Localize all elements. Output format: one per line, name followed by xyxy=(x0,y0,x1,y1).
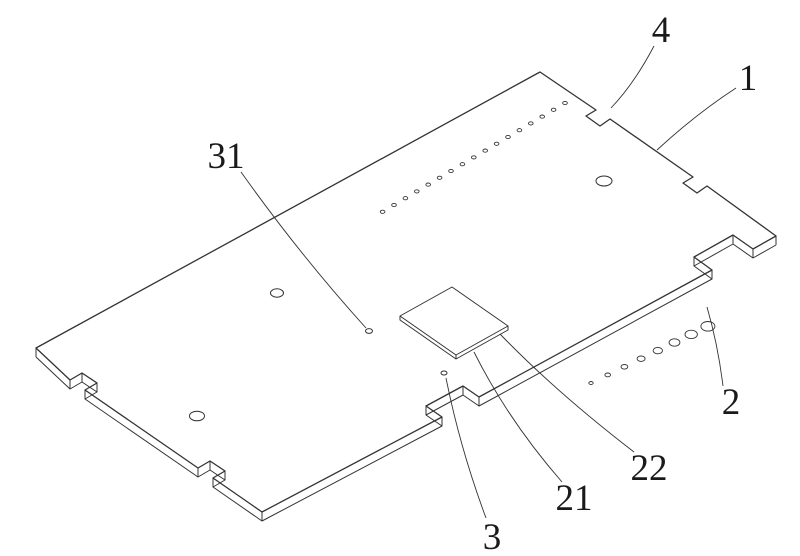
small-hole xyxy=(459,162,466,167)
surface-holes xyxy=(189,175,613,422)
small-hole xyxy=(539,114,545,119)
leader-31 xyxy=(240,171,367,329)
pad-top-face xyxy=(399,286,509,356)
plate xyxy=(35,71,777,522)
leader-22 xyxy=(499,333,635,453)
graduated-hole xyxy=(684,329,698,340)
leader-1 xyxy=(656,87,737,151)
ref-label-31: 31 xyxy=(208,136,245,177)
graduated-hole xyxy=(604,372,611,378)
pad-thickness xyxy=(399,316,509,360)
graduated-hole xyxy=(636,355,646,362)
round-hole xyxy=(189,410,205,422)
small-hole xyxy=(402,196,409,201)
leader-3 xyxy=(445,377,487,519)
graduated-hole xyxy=(588,381,594,385)
small-hole xyxy=(528,121,534,126)
small-hole xyxy=(425,182,431,187)
small-hole xyxy=(562,100,568,106)
small-hole xyxy=(505,134,511,140)
small-hole xyxy=(436,175,443,180)
graduated-hole xyxy=(652,346,663,355)
small-hole xyxy=(482,148,488,153)
small-hole xyxy=(550,107,557,112)
leader-lines xyxy=(240,45,737,519)
round-hole xyxy=(595,175,613,187)
plate-outline xyxy=(35,71,777,513)
hole-row-corner xyxy=(588,321,716,385)
hole-row-top xyxy=(379,100,568,214)
ref-label-2: 2 xyxy=(722,382,741,423)
small-hole xyxy=(379,209,386,214)
leader-21 xyxy=(473,351,563,483)
small-hole xyxy=(448,168,454,174)
ref-label-22: 22 xyxy=(631,448,668,489)
pad xyxy=(399,286,509,360)
hole-3 xyxy=(440,370,448,376)
small-hole xyxy=(516,128,523,133)
small-hole xyxy=(471,155,477,160)
graduated-hole xyxy=(620,364,629,370)
leader-2 xyxy=(706,306,724,387)
round-hole xyxy=(270,288,284,298)
ref-label-21: 21 xyxy=(556,478,593,519)
plate-thickness-edge xyxy=(35,235,777,522)
small-hole xyxy=(391,202,397,208)
small-hole xyxy=(493,141,500,146)
small-hole xyxy=(414,189,420,194)
reference-labels: 4 1 31 2 22 21 3 xyxy=(208,10,758,556)
ref-label-4: 4 xyxy=(652,10,671,51)
graduated-hole xyxy=(668,338,681,347)
hole-31 xyxy=(365,328,373,334)
leader-4 xyxy=(610,45,655,109)
ref-label-3: 3 xyxy=(483,517,502,556)
ref-label-1: 1 xyxy=(739,58,758,99)
